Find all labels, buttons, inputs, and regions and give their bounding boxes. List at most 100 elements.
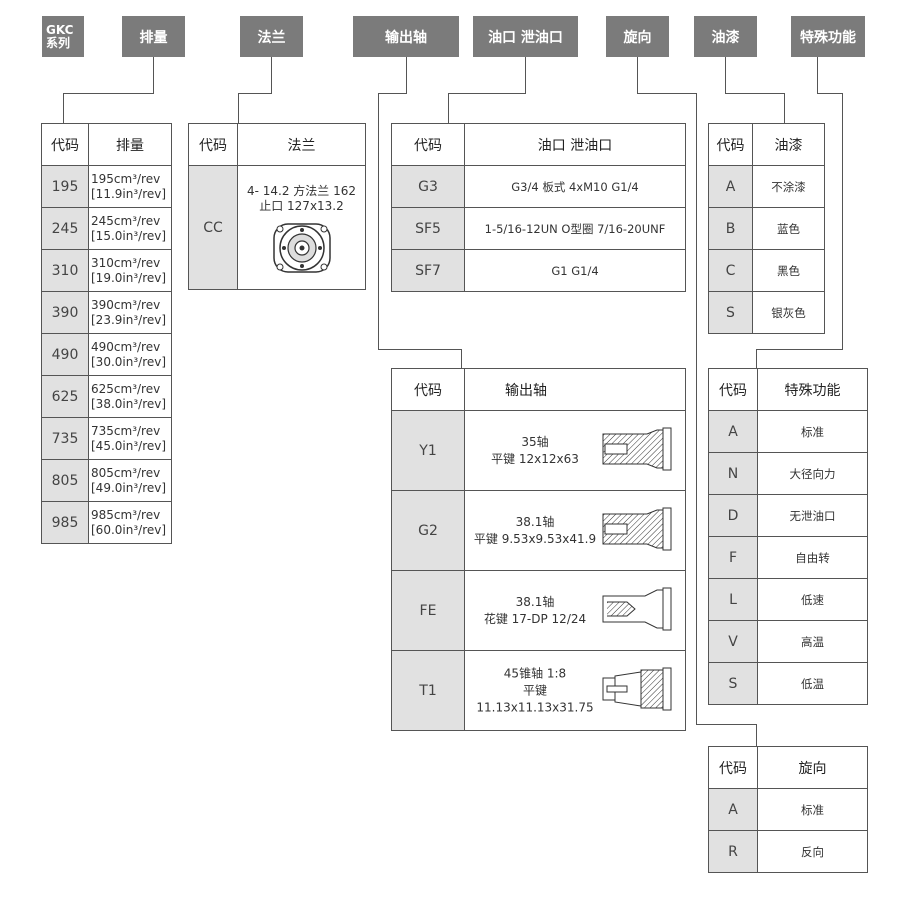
shaft-diameter: 38.1轴 bbox=[515, 594, 555, 609]
displacement-imperial: [45.0in³/rev] bbox=[91, 438, 167, 453]
displacement-metric: 805cm³/rev bbox=[91, 465, 161, 480]
displacement-value: 735cm³/rev[45.0in³/rev] bbox=[88, 417, 172, 460]
paint-desc: 黑色 bbox=[752, 249, 825, 292]
shaft-diameter: 38.1轴 bbox=[515, 514, 555, 529]
rotation-code: R bbox=[708, 830, 758, 873]
displacement-metric: 490cm³/rev bbox=[91, 339, 161, 354]
series-label-line1: GKC bbox=[46, 22, 74, 37]
displacement-metric: 735cm³/rev bbox=[91, 423, 161, 438]
col-rotation-header: 旋向 bbox=[757, 746, 868, 789]
displacement-metric: 310cm³/rev bbox=[91, 255, 161, 270]
special-code: A bbox=[708, 410, 758, 453]
special-desc: 低温 bbox=[757, 662, 868, 705]
special-code: S bbox=[708, 662, 758, 705]
rotation-header: 旋向 bbox=[606, 16, 669, 57]
keyed-shaft-icon bbox=[601, 506, 675, 556]
displacement-imperial: [15.0in³/rev] bbox=[91, 228, 167, 243]
col-code-header: 代码 bbox=[391, 368, 465, 411]
flange-desc-line2: 止口 127x13.2 bbox=[259, 199, 344, 213]
paint-code: B bbox=[708, 207, 753, 250]
displacement-imperial: [23.9in³/rev] bbox=[91, 312, 167, 327]
col-code-header: 代码 bbox=[708, 368, 758, 411]
shaft-key: 花键 17-DP 12/24 bbox=[483, 611, 587, 626]
shaft-key: 平键 9.53x9.53x41.9 bbox=[473, 531, 597, 546]
rotation-code: A bbox=[708, 788, 758, 831]
special-header: 特殊功能 bbox=[791, 16, 865, 57]
displacement-imperial: [30.0in³/rev] bbox=[91, 354, 167, 369]
ports-code: G3 bbox=[391, 165, 465, 208]
displacement-value: 490cm³/rev[30.0in³/rev] bbox=[88, 333, 172, 376]
shaft-key: 平键 11.13x11.13x31.75 bbox=[476, 683, 594, 714]
displacement-imperial: [38.0in³/rev] bbox=[91, 396, 167, 411]
displacement-value: 805cm³/rev[49.0in³/rev] bbox=[88, 459, 172, 502]
displacement-value: 245cm³/rev[15.0in³/rev] bbox=[88, 207, 172, 250]
special-desc: 自由转 bbox=[757, 536, 868, 579]
shaft-diameter: 45锥轴 1:8 bbox=[503, 666, 567, 680]
special-desc: 无泄油口 bbox=[757, 494, 868, 537]
displacement-code: 490 bbox=[41, 333, 89, 376]
special-code: F bbox=[708, 536, 758, 579]
shaft-text: 45锥轴 1:8 平键 11.13x11.13x31.75 bbox=[465, 665, 605, 716]
paint-desc: 蓝色 bbox=[752, 207, 825, 250]
special-code: N bbox=[708, 452, 758, 495]
ports-desc: G1 G1/4 bbox=[464, 249, 686, 292]
flange-code: CC bbox=[188, 165, 238, 290]
displacement-value: 625cm³/rev[38.0in³/rev] bbox=[88, 375, 172, 418]
displacement-metric: 390cm³/rev bbox=[91, 297, 161, 312]
shaft-desc: 35轴平键 12x12x63 bbox=[464, 410, 686, 491]
col-displacement-header: 排量 bbox=[88, 123, 172, 166]
col-code-header: 代码 bbox=[188, 123, 238, 166]
paint-header: 油漆 bbox=[694, 16, 757, 57]
displacement-code: 390 bbox=[41, 291, 89, 334]
displacement-imperial: [11.9in³/rev] bbox=[91, 186, 167, 201]
ports-code: SF7 bbox=[391, 249, 465, 292]
displacement-code: 625 bbox=[41, 375, 89, 418]
splined-shaft-icon bbox=[601, 586, 675, 636]
shaft-desc: 38.1轴平键 9.53x9.53x41.9 bbox=[464, 490, 686, 571]
special-code: V bbox=[708, 620, 758, 663]
ports-desc: 1-5/16-12UN O型圈 7/16-20UNF bbox=[464, 207, 686, 250]
col-code-header: 代码 bbox=[391, 123, 465, 166]
flange-table: 代码 法兰 CC 4- 14.2 方法兰 162 止口 127x13.2 bbox=[188, 123, 366, 290]
paint-code: S bbox=[708, 291, 753, 334]
displacement-value: 310cm³/rev[19.0in³/rev] bbox=[88, 249, 172, 292]
paint-desc: 不涂漆 bbox=[752, 165, 825, 208]
keyed-shaft-icon bbox=[601, 426, 675, 476]
tapered-shaft-icon bbox=[601, 666, 675, 716]
flange-motor-icon bbox=[272, 223, 331, 273]
displacement-metric: 195cm³/rev bbox=[91, 171, 161, 186]
displacement-code: 245 bbox=[41, 207, 89, 250]
col-code-header: 代码 bbox=[41, 123, 89, 166]
shaft-header: 输出轴 bbox=[353, 16, 459, 57]
paint-desc: 银灰色 bbox=[752, 291, 825, 334]
paint-code: C bbox=[708, 249, 753, 292]
ports-code: SF5 bbox=[391, 207, 465, 250]
